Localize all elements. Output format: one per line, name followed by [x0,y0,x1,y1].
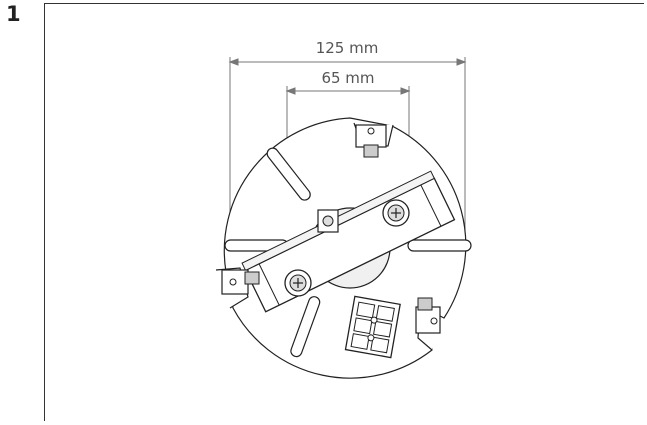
clamp-right [415,297,441,334]
slot-top [266,147,311,201]
clamp-top [355,124,387,158]
dimension-outer-label: 125 mm [316,39,379,57]
slot-bottom [290,296,321,358]
terminal-block [344,295,401,359]
clamp-left [221,269,260,295]
slot-right [407,239,472,252]
figure-frame [44,3,644,421]
step-number: 1 [6,2,21,26]
screw-upper-right [382,199,410,227]
center-clip [317,209,339,233]
screw-lower-left [284,269,312,297]
dimension-inner-label: 65 mm [321,69,374,87]
